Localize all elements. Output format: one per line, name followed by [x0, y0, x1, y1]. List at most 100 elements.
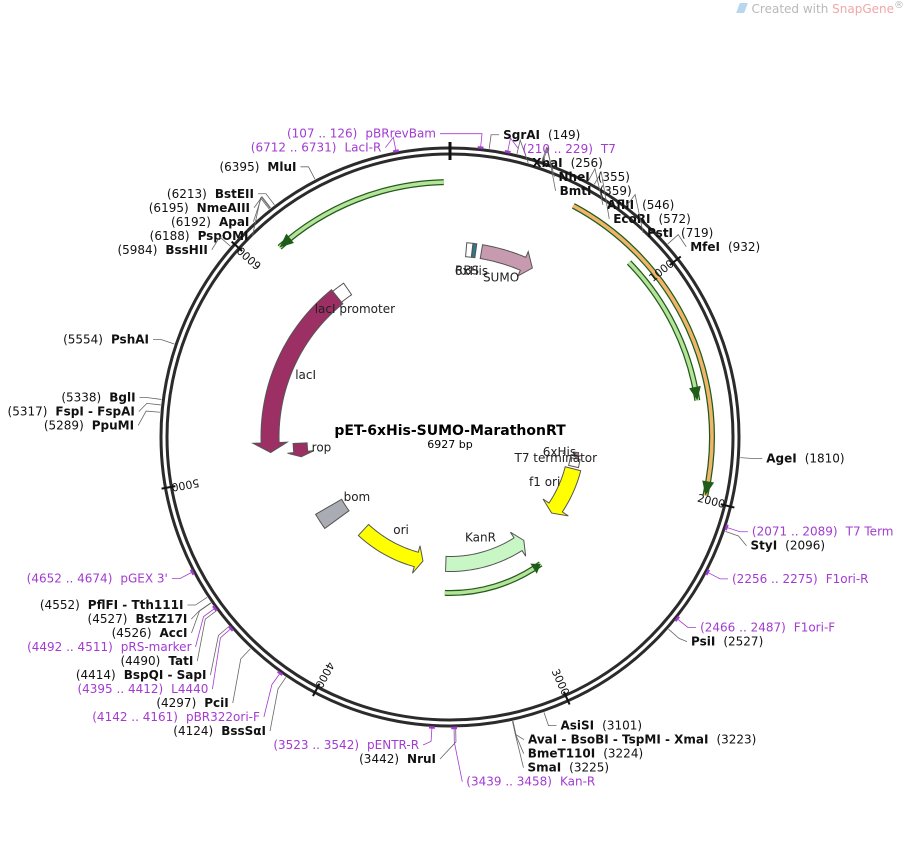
- plasmid-name: pET-6xHis-SUMO-MarathonRT: [334, 423, 566, 439]
- orf-arc-outline: [277, 179, 444, 250]
- enzyme-smai-leader: [512, 721, 524, 768]
- enzyme-fspi-fspai: (5317)FspI - FspAI: [8, 402, 161, 419]
- enzyme-bgli-label: (5338)BglI: [61, 391, 135, 405]
- feature-f1-ori: [542, 466, 582, 517]
- primer-pbrrevbam-name: pBRrevBam: [365, 127, 436, 141]
- primer-pentr-r-label: (3523 .. 3542)pENTR-R: [273, 738, 419, 752]
- primer-prs-marker-label: (4492 .. 4511)pRS-marker: [27, 640, 191, 654]
- enzyme-pflfi-tth111i-name: PflFI - Tth111I: [88, 598, 184, 612]
- enzyme-bspqi-sapi-position: (4414): [76, 668, 116, 682]
- primer-f1ori-f-label: (2466 .. 2487)F1ori-F: [700, 621, 835, 635]
- enzyme-nmeaiii-name: NmeAIII: [197, 201, 250, 215]
- primer-pbrrevbam: (107 .. 126) pBRrevBam: [287, 127, 484, 150]
- enzyme-xbai-name: XbaI: [532, 156, 562, 170]
- primer-t7-position: (210 .. 229): [522, 142, 592, 156]
- feature-6xhis: [570, 451, 581, 458]
- enzyme-nmeaiii: (6195) NmeAIII: [149, 196, 271, 215]
- enzyme-fspi-fspai-leader: [138, 402, 161, 412]
- primer-l4440-leader: [212, 628, 232, 690]
- feature-label-rbs: RBS: [455, 263, 479, 277]
- enzyme-nrui-leader: [439, 727, 457, 760]
- enzyme-bsteii-position: (6213): [167, 187, 207, 201]
- tick-label-3000: 3000: [549, 667, 572, 698]
- enzyme-pspomi-name: PspOMI: [198, 229, 249, 243]
- feature-rop: [287, 442, 315, 458]
- enzyme-acci-label: (4526)AccI: [112, 626, 188, 640]
- enzyme-smai-label: SmaI(3225): [527, 761, 609, 775]
- enzyme-acci-name: AccI: [160, 626, 188, 640]
- primer-t7-term-label: (2071 .. 2089)T7 Term: [752, 525, 894, 539]
- enzyme-mfei-name: MfeI: [690, 240, 720, 254]
- enzyme-avai-bsobi-tspmi-xmai-name: AvaI - BsoBI - TspMI - XmaI: [528, 733, 708, 747]
- feature-label-bom: bom: [344, 490, 371, 504]
- primer-f1ori-r-position: (2256 .. 2275): [732, 572, 818, 586]
- plasmid-size: 6927 bp: [427, 438, 472, 451]
- enzyme-styi-leader: [725, 531, 747, 547]
- enzyme-bspqi-sapi-name: BspQI - SapI: [124, 668, 207, 682]
- tick-mark-1000: [669, 255, 682, 266]
- enzyme-apai-position: (6192): [171, 215, 211, 229]
- enzyme-pflfi-tth111i-label: (4552) PflFI - Tth111I: [40, 598, 184, 612]
- enzyme-ppumi-leader: [137, 410, 161, 426]
- enzyme-bmti-label: BmtI(359): [560, 184, 632, 198]
- enzyme-psti-position: (719): [681, 226, 713, 240]
- feature-ori: [357, 523, 424, 574]
- enzyme-fspi-fspai-label: (5317)FspI - FspAI: [8, 405, 135, 419]
- primer-t7-term-name: T7 Term: [845, 525, 894, 539]
- enzyme-bmti-leader: [542, 146, 556, 191]
- snapgene-credit: Created with SnapGene®: [735, 0, 904, 16]
- enzyme-mlui-name: MluI: [267, 160, 296, 174]
- primer-pbrrevbam-label: (107 .. 126) pBRrevBam: [287, 127, 436, 141]
- primer-t7-name: T7: [600, 142, 616, 156]
- enzyme-tati: (4490)TatI: [120, 610, 217, 668]
- enzyme-nmeaiii-position: (6195): [149, 201, 189, 215]
- enzyme-agei: AgeI(1810): [740, 452, 845, 466]
- enzyme-aflii-label: AflII (546): [607, 198, 674, 212]
- enzyme-pcii-leader: [232, 648, 251, 704]
- feature-label-kanr: KanR: [465, 530, 496, 544]
- enzyme-agei-label: AgeI(1810): [766, 452, 844, 466]
- primer-f1ori-f-name: F1ori-F: [794, 621, 835, 635]
- enzyme-xbai-position: (256): [571, 156, 603, 170]
- enzyme-aflii-name: AflII: [607, 198, 634, 212]
- primer-t7-marker: [504, 149, 511, 154]
- enzyme-bstz17i-name: BstZ17I: [135, 612, 187, 626]
- enzyme-sgrai-leader: [488, 134, 500, 149]
- enzyme-ppumi: (5289)PpuMI: [44, 410, 161, 433]
- enzyme-pspomi-leader: [252, 197, 270, 236]
- orf-arrow-head: [702, 480, 715, 496]
- orf-arrow-head: [689, 385, 701, 401]
- enzyme-agei-position: (1810): [805, 452, 845, 466]
- enzyme-bspqi-sapi-leader: [210, 626, 230, 676]
- enzyme-psii-leader: [668, 628, 688, 642]
- enzyme-mlui-leader: [300, 166, 316, 180]
- primer-pbr322ori-f-position: (4142 .. 4161): [92, 710, 178, 724]
- enzyme-avai-bsobi-tspmi-xmai-position: (3223): [716, 733, 756, 747]
- primer-sites: (210 .. 229) T7 (2071 .. 2089)T7 Term (2256…: [27, 127, 894, 789]
- enzyme-bmti-position: (359): [599, 184, 631, 198]
- enzyme-bgli-position: (5338): [61, 391, 101, 405]
- enzyme-tati-label: (4490)TatI: [120, 654, 193, 668]
- enzyme-psii-name: PsiI: [691, 635, 715, 649]
- credit-prefix: Created with: [751, 2, 829, 16]
- primer-pgex-3-position: (4652 .. 4674): [27, 572, 113, 586]
- enzyme-agei-leader: [740, 457, 763, 460]
- enzyme-psti-leader: [626, 193, 644, 233]
- enzyme-pflfi-tth111i-position: (4552): [40, 598, 80, 612]
- enzyme-aflii-position: (546): [642, 198, 674, 212]
- feature-label-f1-ori: f1 ori: [529, 475, 560, 489]
- enzyme-nhei-label: NheI(355): [559, 170, 630, 184]
- primer-t7-label: (210 .. 229) T7: [522, 142, 615, 156]
- feature-t7-terminator: [568, 457, 581, 469]
- primer-l4440-name: L4440: [171, 682, 208, 696]
- enzyme-bsteii: (6213)BstEII: [167, 187, 275, 206]
- primer-pbrrevbam-position: (107 .. 126): [287, 127, 357, 141]
- enzyme-pspomi: (6188)PspOMI: [150, 197, 270, 243]
- primer-pentr-r-name: pENTR-R: [367, 738, 419, 752]
- enzyme-ppumi-name: PpuMI: [92, 419, 134, 433]
- enzyme-bsteii-leader: [257, 193, 275, 206]
- enzyme-pflfi-tth111i-leader: [187, 596, 208, 606]
- primer-laci-r: (6712 .. 6731)LacI-R: [251, 136, 400, 155]
- backbone: [159, 142, 741, 728]
